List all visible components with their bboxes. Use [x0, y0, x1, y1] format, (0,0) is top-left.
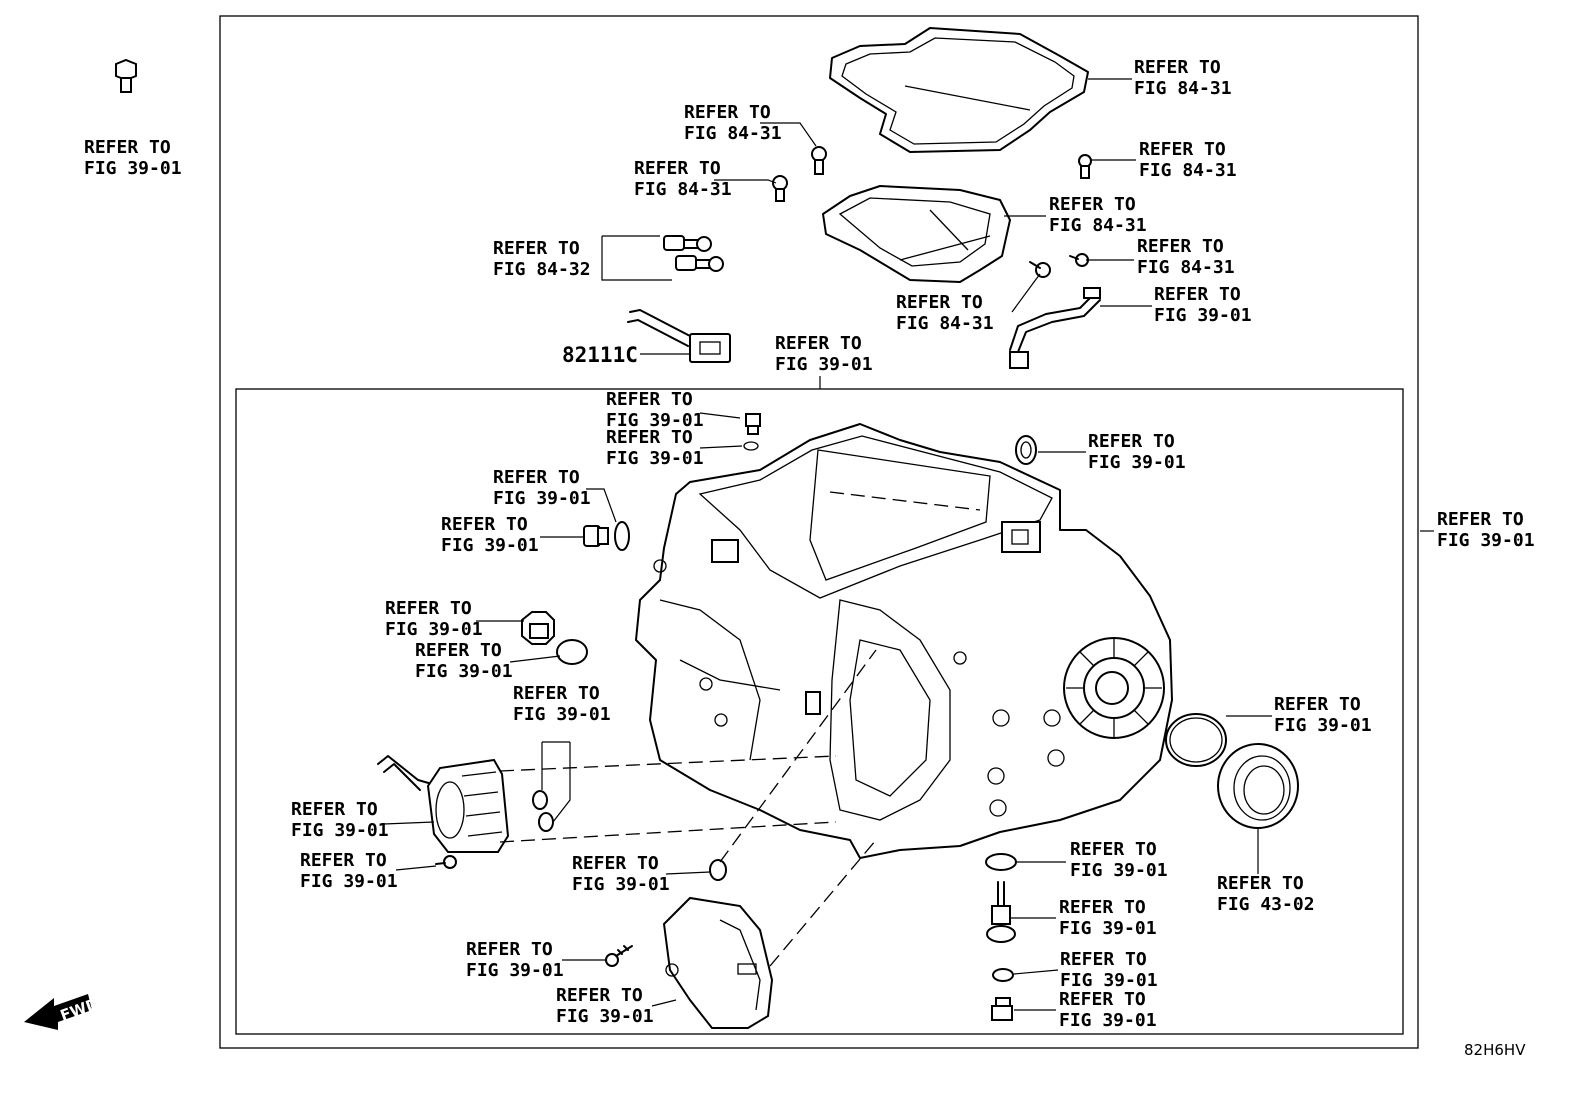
bolt-part-a: [811, 146, 827, 175]
gasket-part-mid: [709, 859, 727, 881]
callout-1-line1: REFER TO: [1134, 57, 1221, 78]
washer-part-lower: [992, 968, 1014, 982]
callout-15-line1: REFER TO: [441, 514, 528, 535]
callout-21-line2: FIG 39-01: [291, 820, 389, 841]
callout-29-line2: FIG 39-01: [556, 1006, 654, 1027]
callout-29-line1: REFER TO: [556, 985, 643, 1006]
callout-8-line2: FIG 84-31: [896, 313, 994, 334]
callout-26-line2: FIG 39-01: [1059, 918, 1157, 939]
callout-7-line1: REFER TO: [1137, 236, 1224, 257]
bolt-part-e: [1029, 261, 1051, 278]
callout-17-line1: REFER TO: [385, 598, 472, 619]
callout-12-line1: REFER TO: [606, 427, 693, 448]
bolt-part-lower: [605, 945, 633, 967]
callout-7-line2: FIG 84-31: [1137, 257, 1235, 278]
assembly-lines: [499, 649, 877, 967]
o-ring-part-large: [1165, 713, 1227, 767]
callout-27-line1: REFER TO: [466, 939, 553, 960]
callout-23-line2: FIG 39-01: [572, 874, 670, 895]
callout-19-line1: REFER TO: [513, 683, 600, 704]
oil-seal-part-top: [1015, 435, 1037, 465]
solenoid-part-2: [675, 255, 724, 272]
callout-5-line1: REFER TO: [1049, 194, 1136, 215]
callout-18-line2: FIG 39-01: [415, 661, 513, 682]
callout-30-line1: REFER TO: [1059, 989, 1146, 1010]
callout-13-line1: REFER TO: [1088, 431, 1175, 452]
callout-11-line2: FIG 39-01: [606, 410, 704, 431]
callout-3-line1: REFER TO: [634, 158, 721, 179]
part-number-82111c: 82111C: [562, 343, 638, 367]
callout-16-line2: FIG 39-01: [1437, 530, 1535, 551]
callout-11-line1: REFER TO: [606, 389, 693, 410]
bolt-part-b: [772, 175, 788, 202]
callout-6-line2: FIG 84-32: [493, 259, 591, 280]
transaxle-case-part: [635, 423, 1173, 859]
callout-19-line2: FIG 39-01: [513, 704, 611, 725]
callout-1-line2: FIG 84-31: [1134, 78, 1232, 99]
plug-part-left-2: [521, 611, 588, 665]
bolt-part-cooler: [435, 855, 457, 869]
plug-part-left-1: [583, 521, 630, 551]
drain-plug-part: [985, 853, 1017, 943]
outer-frame: [219, 15, 1419, 1049]
callout-6-line1: REFER TO: [493, 238, 580, 259]
o-ring-part-pair: [532, 741, 571, 832]
callout-22-line1: REFER TO: [300, 850, 387, 871]
bolt-part-c: [1078, 154, 1092, 179]
solenoid-part-1: [663, 235, 712, 252]
callout-27-line2: FIG 39-01: [466, 960, 564, 981]
leader-lines: [383, 78, 1434, 1011]
callout-14-line2: FIG 39-01: [493, 488, 591, 509]
bolt-part-topleft: [115, 58, 137, 93]
callout-15-line2: FIG 39-01: [441, 535, 539, 556]
callout-12-line2: FIG 39-01: [606, 448, 704, 469]
callout-20-line1: REFER TO: [1274, 694, 1361, 715]
callout-18-line1: REFER TO: [415, 640, 502, 661]
plug-part-top: [743, 413, 761, 451]
fwd-arrow-icon: FWD: [24, 994, 101, 1030]
bolt-part-d: [1069, 253, 1089, 267]
callout-13-line2: FIG 39-01: [1088, 452, 1186, 473]
fwd-label: FWD: [58, 994, 101, 1024]
callout-25-line2: FIG 43-02: [1217, 894, 1315, 915]
callout-10-line1: REFER TO: [775, 333, 862, 354]
image-code: 82H6HV: [1464, 1041, 1526, 1059]
callout-14-line1: REFER TO: [493, 467, 580, 488]
callout-24-line1: REFER TO: [1070, 839, 1157, 860]
side-cover-part: [662, 896, 774, 1029]
callout-21-line1: REFER TO: [291, 799, 378, 820]
callout-16-line1: REFER TO: [1437, 509, 1524, 530]
callout-28-line2: FIG 39-01: [1060, 970, 1158, 991]
valve-body-part: [822, 185, 1011, 283]
callout-30-line2: FIG 39-01: [1059, 1010, 1157, 1031]
callout-0-line1: REFER TO: [84, 137, 171, 158]
callout-4-line2: FIG 84-31: [1139, 160, 1237, 181]
callout-24-line2: FIG 39-01: [1070, 860, 1168, 881]
callout-17-line2: FIG 39-01: [385, 619, 483, 640]
oil-pan-gasket-part: [829, 27, 1089, 153]
callout-2-line1: REFER TO: [684, 102, 771, 123]
callout-3-line2: FIG 84-31: [634, 179, 732, 200]
callout-8-line1: REFER TO: [896, 292, 983, 313]
callout-22-line2: FIG 39-01: [300, 871, 398, 892]
callout-10-line2: FIG 39-01: [775, 354, 873, 375]
sensor-cable-part: [1009, 287, 1101, 369]
callout-9-line1: REFER TO: [1154, 284, 1241, 305]
callout-25-line1: REFER TO: [1217, 873, 1304, 894]
callout-20-line2: FIG 39-01: [1274, 715, 1372, 736]
wire-harness-part: [627, 309, 731, 363]
callout-26-line1: REFER TO: [1059, 897, 1146, 918]
callout-23-line1: REFER TO: [572, 853, 659, 874]
plug-part-lower: [991, 997, 1013, 1021]
callout-9-line2: FIG 39-01: [1154, 305, 1252, 326]
callout-labels: REFER TO FIG 39-01 REFER TO FIG 84-31 RE…: [84, 57, 1535, 1031]
callout-2-line2: FIG 84-31: [684, 123, 782, 144]
callout-4-line1: REFER TO: [1139, 139, 1226, 160]
callout-28-line1: REFER TO: [1060, 949, 1147, 970]
callout-5-line2: FIG 84-31: [1049, 215, 1147, 236]
oil-cooler-part: [377, 755, 510, 853]
callout-0-line2: FIG 39-01: [84, 158, 182, 179]
oil-seal-part-large: [1217, 743, 1299, 829]
